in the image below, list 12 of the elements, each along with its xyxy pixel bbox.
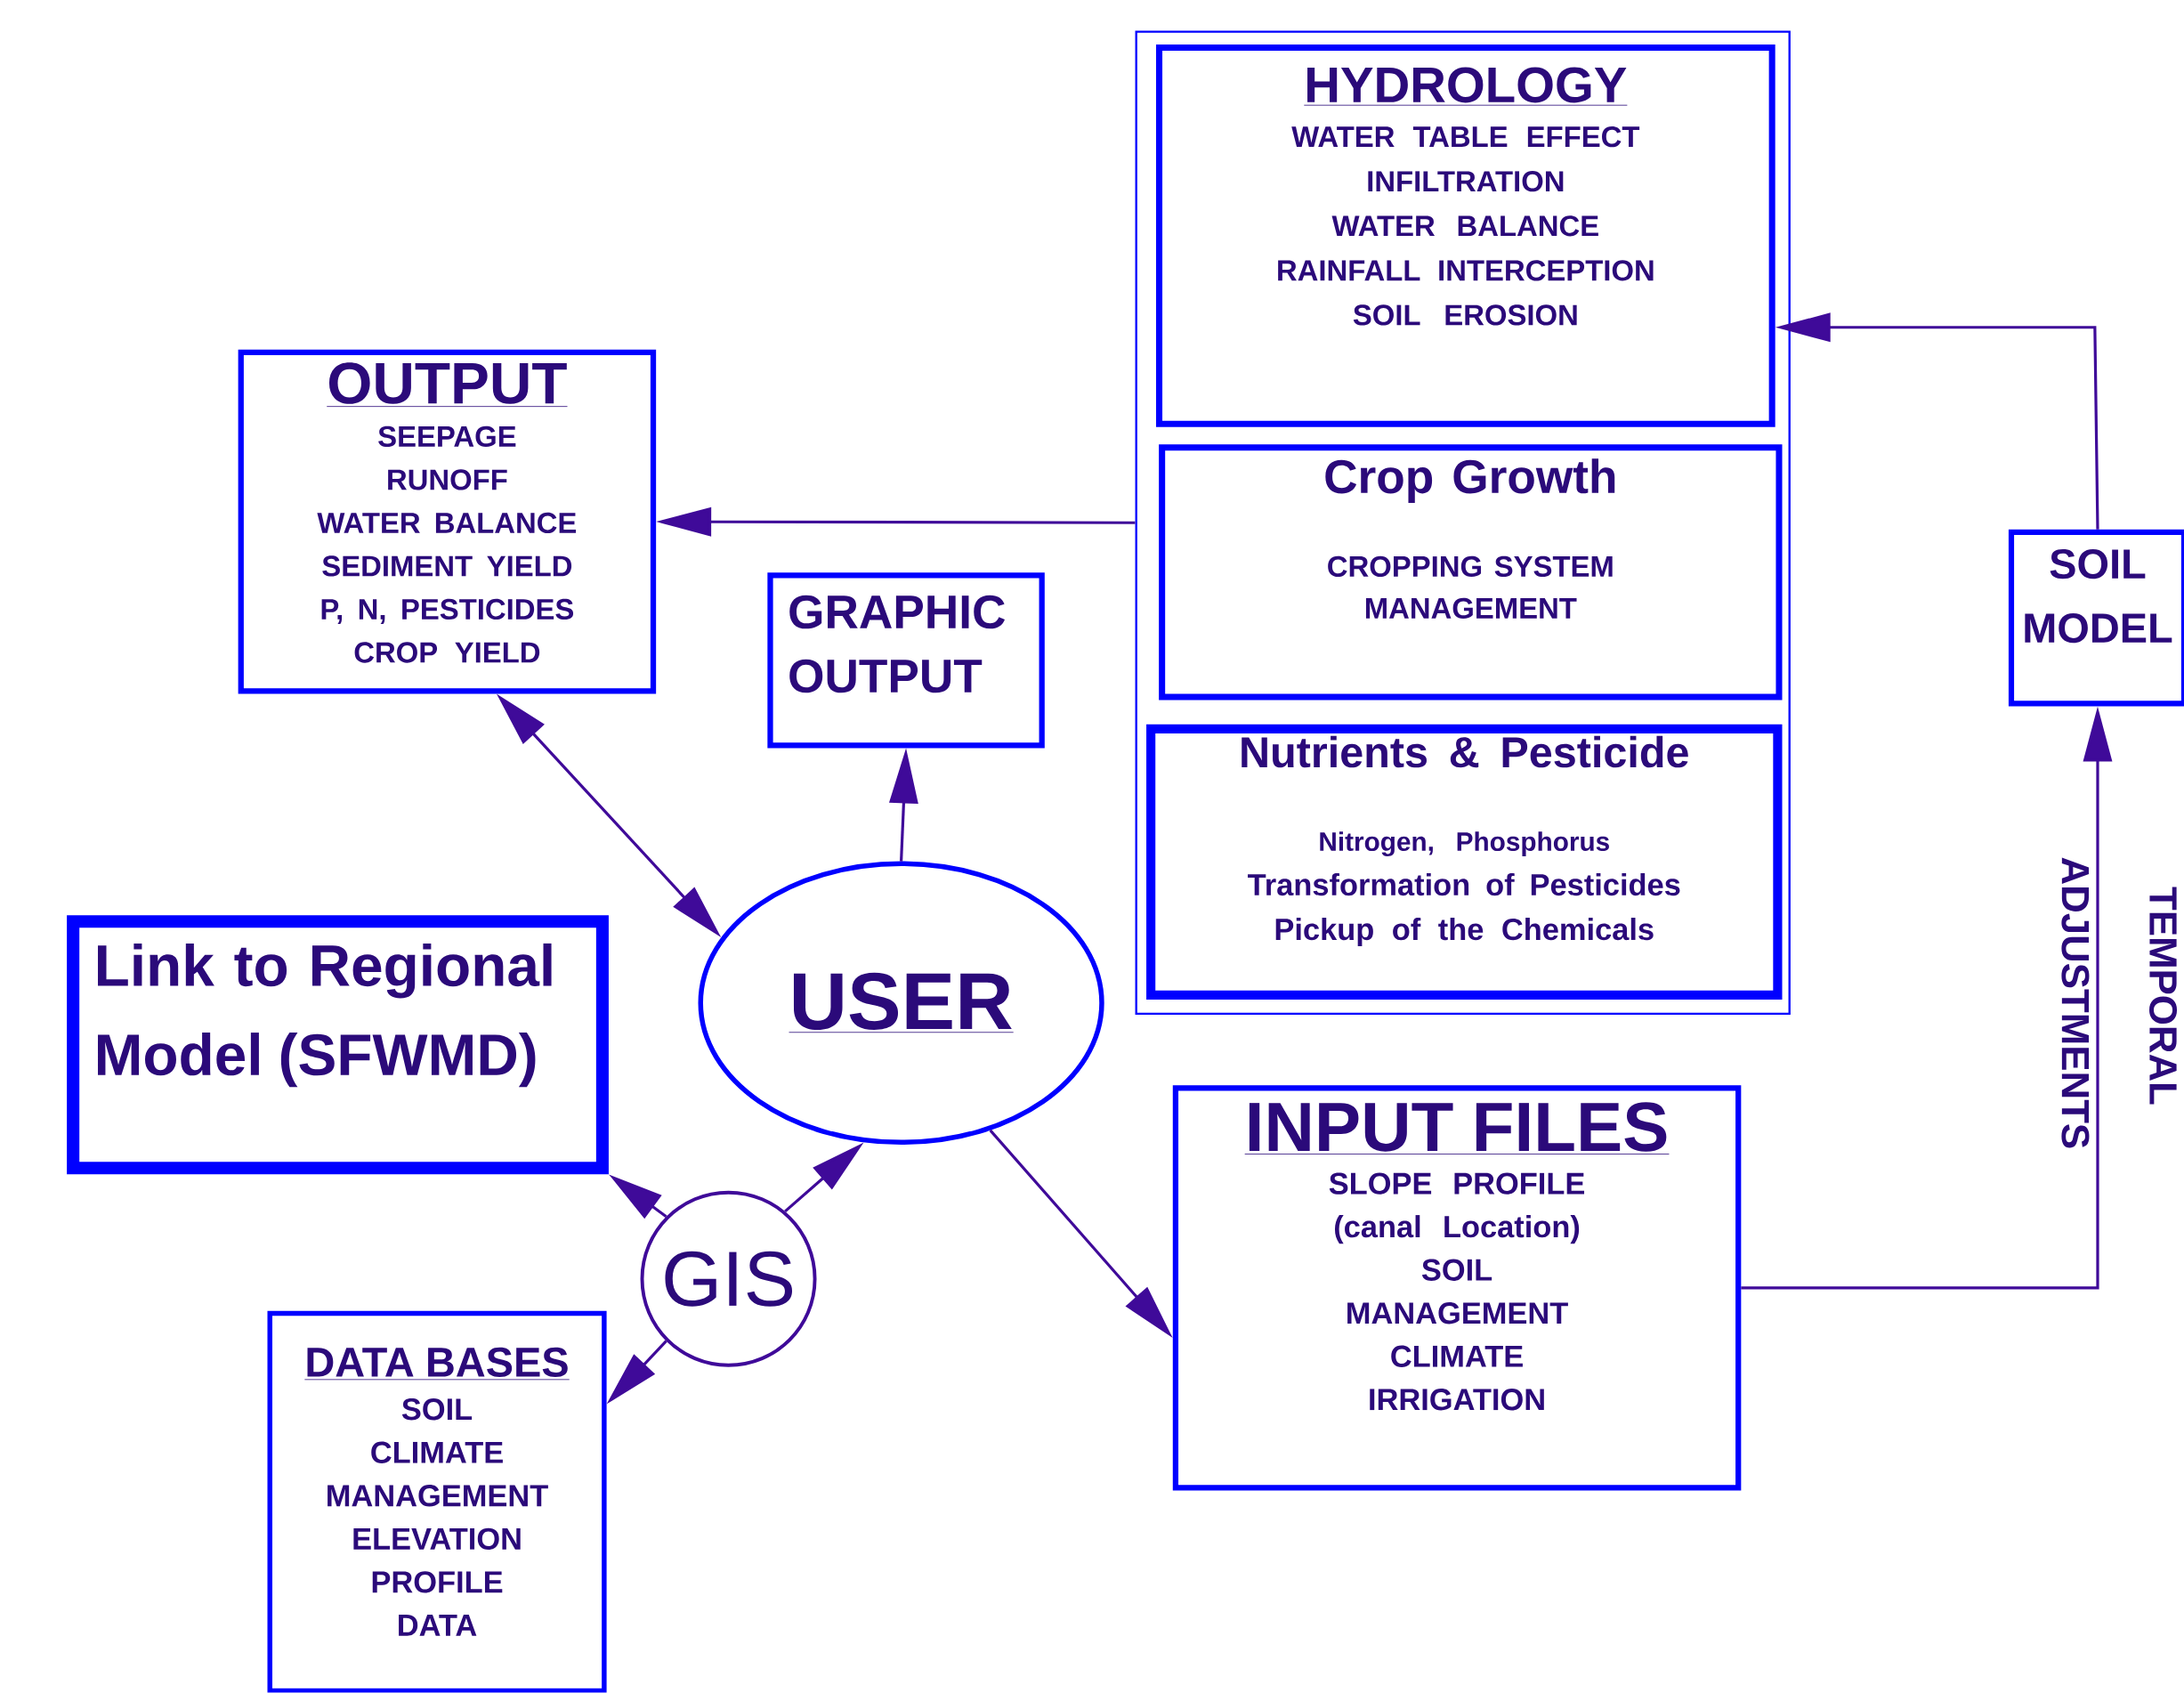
group-frame bbox=[1135, 30, 1791, 1016]
database-box: DATA BASES SOIL CLIMATE MANAGEMENT ELEVATION PROFILE DATA bbox=[267, 1310, 607, 1693]
process-box: HYDROLOGY WATER TABLE EFFECT INFILTRATION WATER BALANCE RAINFALL INTERCEPTION SOIL EROSION bbox=[1156, 45, 1776, 427]
rotated-label: ADJUSTMENTS bbox=[2061, 857, 2090, 1148]
model-box: Link to Regional Model (SFWMD) bbox=[67, 915, 609, 1175]
process-box: Nutrients & Pesticide Nitrogen, Phosphorus Transformation of Pesticides Pickup of the Chemicals bbox=[1146, 725, 1783, 1000]
model-box: SOIL MODEL bbox=[2008, 529, 2184, 707]
rotated-label: TEMPORAL bbox=[2149, 887, 2178, 1105]
output-box: OUTPUT SEEPAGE RUNOFF WATER BALANCE SEDIMENT YIELD P, N, PESTICIDES CROP YIELD bbox=[238, 350, 657, 694]
process-box: Crop Growth CROPPING SYSTEM MANAGEMENT bbox=[1159, 444, 1783, 701]
input-box: INPUT FILES SLOPE PROFILE (canal Location) SOIL MANAGEMENT CLIMATE IRRIGATION bbox=[1172, 1085, 1742, 1491]
output-box: GRAPHIC OUTPUT bbox=[767, 572, 1045, 749]
